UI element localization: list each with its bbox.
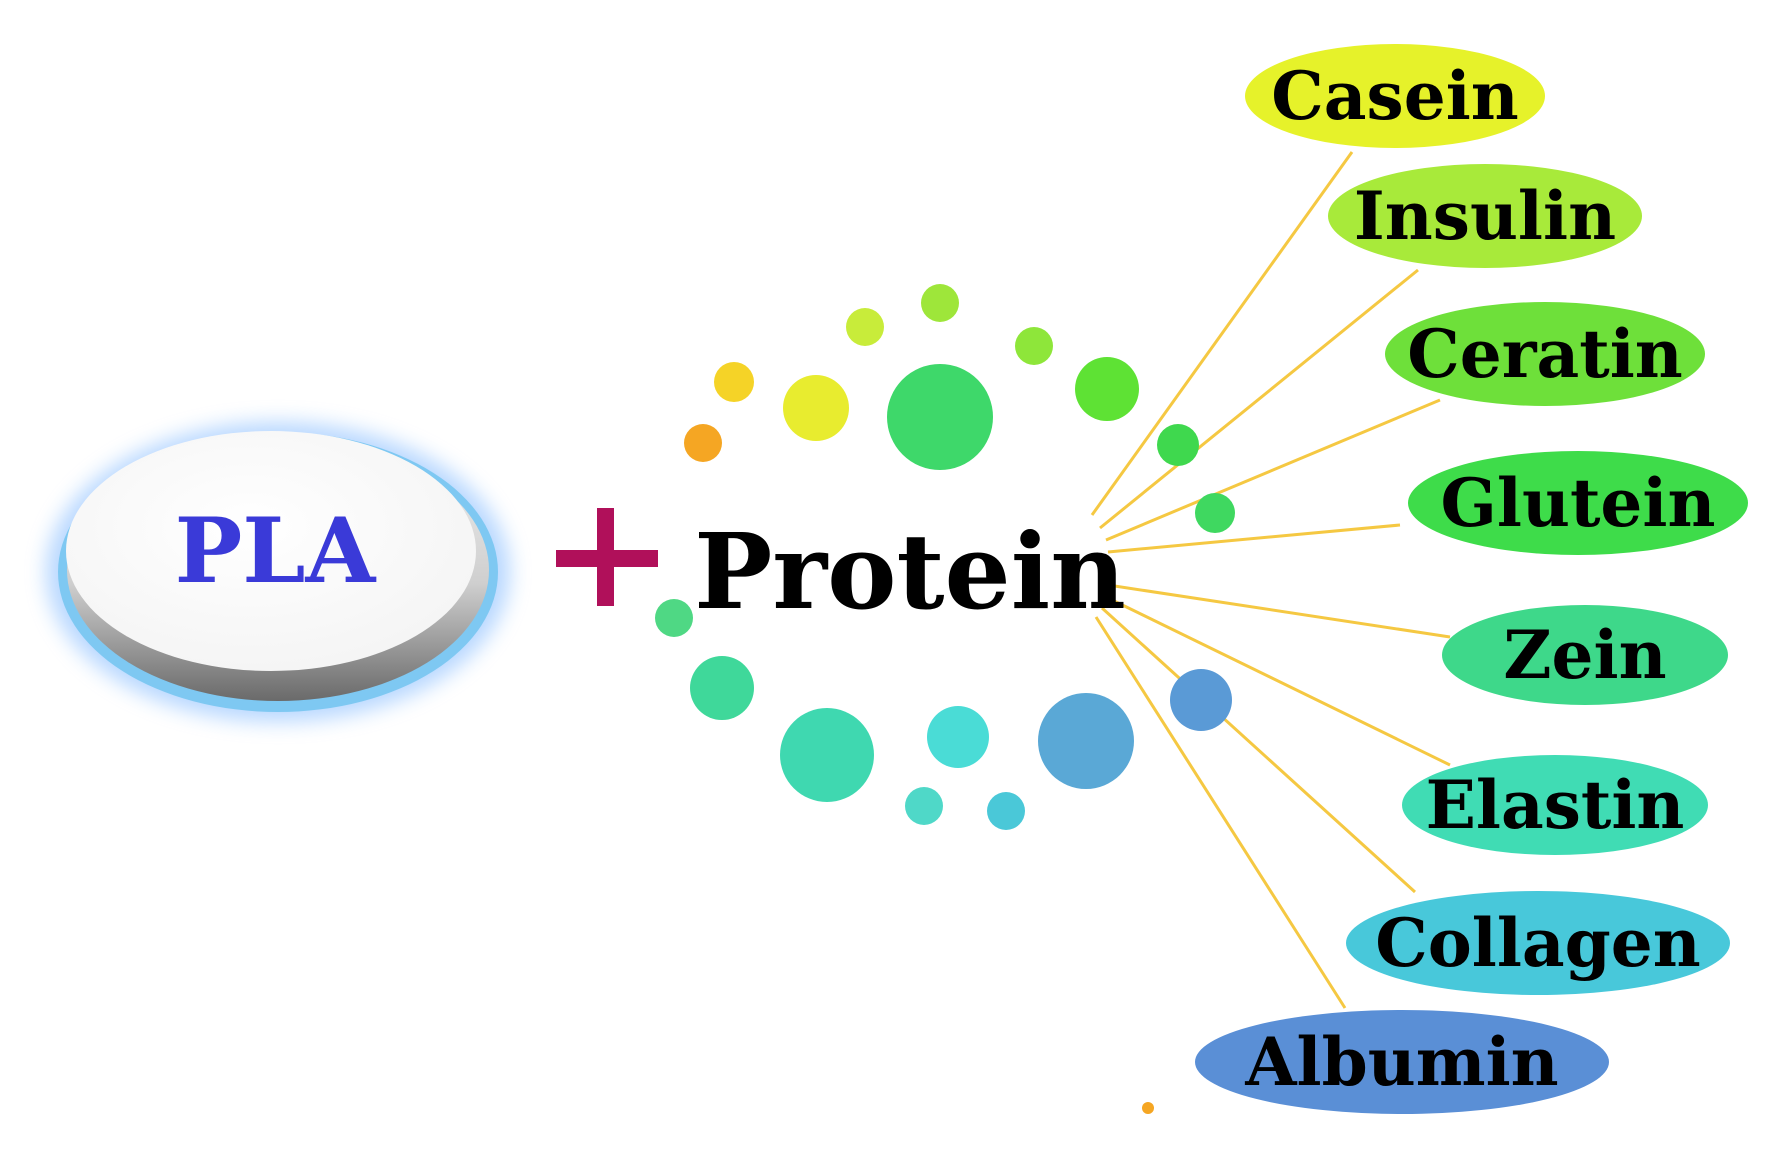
pill-label-ceratin: Ceratin <box>1407 315 1683 393</box>
connector-lines <box>1090 151 1451 1009</box>
protein-list: CaseinInsulinCeratinGluteinZeinElastinCo… <box>1195 44 1748 1114</box>
pill-shape-elastin <box>1402 755 1708 855</box>
pill-shape-collagen <box>1346 891 1730 995</box>
decorative-dot <box>887 364 993 470</box>
pill-label-collagen: Collagen <box>1375 904 1701 982</box>
decorative-dot <box>1142 1102 1154 1114</box>
connector-insulin <box>1099 268 1419 530</box>
pill-label-zein: Zein <box>1503 616 1666 694</box>
pill-label-albumin: Albumin <box>1244 1023 1558 1101</box>
connector-glutein <box>1107 523 1401 554</box>
decorative-dot <box>655 599 693 637</box>
pill-label-elastin: Elastin <box>1426 766 1685 844</box>
connector-albumin <box>1094 616 1347 1009</box>
decorative-dot <box>905 787 943 825</box>
pla-label: PLA <box>175 498 377 604</box>
decorative-dot <box>1157 424 1199 466</box>
connector-ceratin <box>1105 398 1441 542</box>
decorative-dot <box>690 656 754 720</box>
pill-label-glutein: Glutein <box>1441 464 1716 542</box>
decorative-dot <box>1015 327 1053 365</box>
decorative-dot <box>714 362 754 402</box>
pill-shape-zein <box>1442 605 1728 705</box>
protein-pill-albumin: Albumin <box>1195 1010 1609 1114</box>
connector-zein <box>1107 583 1451 639</box>
decorative-dots <box>655 284 1235 1114</box>
decorative-dot <box>1195 493 1235 533</box>
decorative-dot <box>987 792 1025 830</box>
pill-label-insulin: Insulin <box>1354 177 1616 255</box>
protein-pill-casein: Casein <box>1245 44 1545 148</box>
pill-shape-albumin <box>1195 1010 1609 1114</box>
pill-label-casein: Casein <box>1271 57 1519 135</box>
decorative-dot <box>1170 669 1232 731</box>
pill-shape-casein <box>1245 44 1545 148</box>
decorative-dot <box>1075 357 1139 421</box>
center-protein-label: Protein <box>694 510 1126 633</box>
decorative-dot <box>684 424 722 462</box>
protein-pill-zein: Zein <box>1442 605 1728 705</box>
pla-node: PLA <box>46 422 510 722</box>
pill-shape-ceratin <box>1385 302 1705 406</box>
connector-elastin <box>1105 595 1451 767</box>
protein-pill-glutein: Glutein <box>1408 451 1748 555</box>
decorative-dot <box>783 375 849 441</box>
pla-face <box>66 431 476 671</box>
protein-pill-elastin: Elastin <box>1402 755 1708 855</box>
decorative-dot <box>846 308 884 346</box>
connector-collagen <box>1100 606 1417 894</box>
protein-pill-ceratin: Ceratin <box>1385 302 1705 406</box>
decorative-dot <box>780 708 874 802</box>
decorative-dot <box>927 706 989 768</box>
connector-casein <box>1090 151 1354 516</box>
protein-pill-collagen: Collagen <box>1346 891 1730 995</box>
decorative-dot <box>921 284 959 322</box>
protein-pill-insulin: Insulin <box>1328 164 1642 268</box>
pill-shape-glutein <box>1408 451 1748 555</box>
decorative-dot <box>1038 693 1134 789</box>
plus-operator <box>556 508 658 606</box>
plus-vertical-bar <box>597 508 614 606</box>
pill-shape-insulin <box>1328 164 1642 268</box>
